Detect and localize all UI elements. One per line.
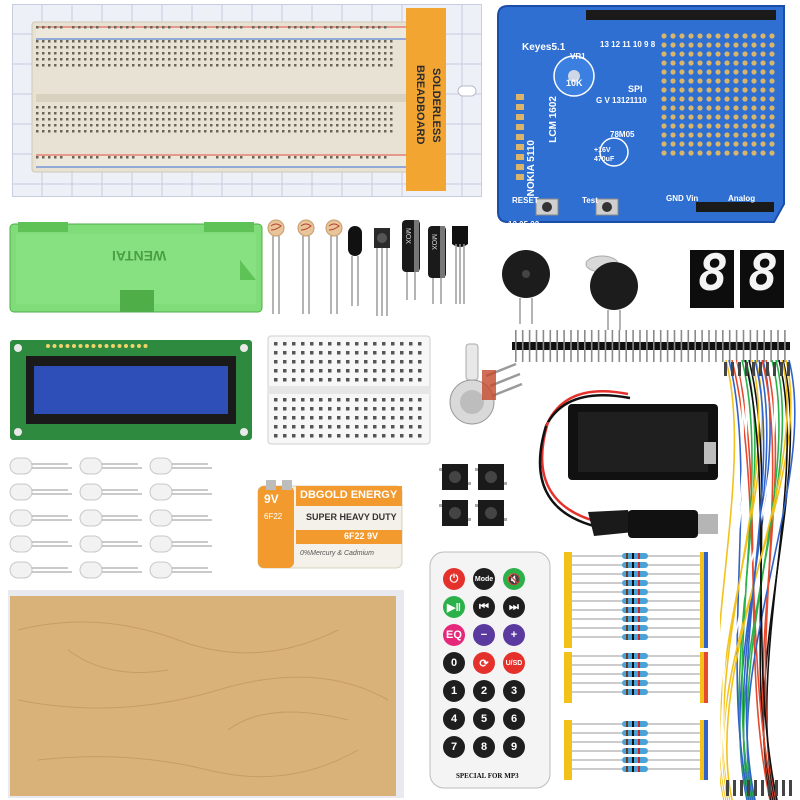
battery-duty: SUPER HEAVY DUTY xyxy=(306,512,397,522)
breadboard-brand-line2: BREADBOARD xyxy=(414,65,426,145)
remote-button-nine[interactable]: 9 xyxy=(503,736,525,758)
remote-footer: SPECIAL FOR MP3 xyxy=(456,772,519,780)
battery-9v xyxy=(257,480,403,569)
remote-button-zero[interactable]: 0 xyxy=(443,652,465,674)
remote-button-two[interactable]: 2 xyxy=(473,680,495,702)
remote-button-one[interactable]: 1 xyxy=(443,680,465,702)
push-buttons xyxy=(439,464,507,526)
shield-lcm-label: LCM 1602 xyxy=(548,96,559,143)
potentiometer xyxy=(449,343,523,425)
mini-breadboard xyxy=(267,335,431,445)
resistor-strips xyxy=(564,552,708,780)
remote-button-plus[interactable]: + xyxy=(503,624,525,646)
remote-button-six[interactable]: 6 xyxy=(503,708,525,730)
breadboard-holes xyxy=(36,26,393,159)
remote-button-prev[interactable]: ⏮ xyxy=(473,596,495,618)
breadboard-package-tab xyxy=(406,8,446,191)
remote-button-four[interactable]: 4 xyxy=(443,708,465,730)
remote-button-eq[interactable]: EQ xyxy=(443,624,465,646)
remote-button-eight[interactable]: 8 xyxy=(473,736,495,758)
shield-pin-label: G V 13121110 xyxy=(596,96,647,105)
remote-button-minus[interactable]: − xyxy=(473,624,495,646)
shield-gnd-label: GND Vin xyxy=(666,194,699,203)
cap-label-1: MOX xyxy=(404,228,411,244)
shield-reset-label: RESET xyxy=(512,196,539,205)
jumper-wires xyxy=(720,360,796,800)
buzzers xyxy=(502,250,638,330)
shield-vr-label: VR1 xyxy=(570,52,586,61)
shield-nokia-label: NOKIA 5110 xyxy=(526,140,537,197)
breadboard-package-grid xyxy=(12,4,482,197)
remote-button-seven[interactable]: 7 xyxy=(443,736,465,758)
remote-button-mode[interactable]: Mode xyxy=(473,568,495,590)
remote-button-three[interactable]: 3 xyxy=(503,680,525,702)
remote-button-next[interactable]: ⏭ xyxy=(503,596,525,618)
breadboard-brand-line1: SOLDERLESS xyxy=(430,67,442,143)
breadboard-brand-text: SOLDERLESS BREADBOARD xyxy=(408,30,444,180)
component-box xyxy=(9,222,263,313)
shield-spi-label: SPI xyxy=(628,84,643,94)
shield-title: Keyes5.1 xyxy=(522,42,566,53)
shield-regulator-label: 78M05 xyxy=(610,130,635,139)
small-components xyxy=(267,219,468,316)
remote-button-play-pause[interactable]: ▶‖ xyxy=(443,596,465,618)
battery-note: 0%Mercury & Cadmium xyxy=(300,550,374,557)
remote-button-mute[interactable]: 🔇 xyxy=(503,568,525,590)
lcd-module xyxy=(10,340,252,440)
battery-voltage: 9V xyxy=(264,492,279,506)
battery-model-side: 6F22 xyxy=(264,512,283,521)
shield-date-label: 12.05.22 xyxy=(508,220,540,229)
cap-label-2: MOX xyxy=(430,234,437,250)
battery-model-front: 6F22 9V xyxy=(344,531,379,541)
battery-brand: DBGOLD ENERGY xyxy=(300,489,398,501)
shield-analog-label: Analog xyxy=(728,194,756,203)
shield-header-label: 13 12 11 10 9 8 xyxy=(600,40,656,49)
shield-test-label: Test xyxy=(582,196,598,205)
leds-group xyxy=(9,457,212,579)
battery-clip xyxy=(538,390,718,538)
remote-button-usd[interactable]: U/SD xyxy=(503,652,525,674)
photoresistors xyxy=(267,219,343,314)
shield-cap-label: +16V 470uF xyxy=(594,147,615,163)
remote-button-repeat[interactable]: ⟳ xyxy=(473,652,495,674)
kraft-paper-sheet xyxy=(8,590,404,798)
remote-button-five[interactable]: 5 xyxy=(473,708,495,730)
remote-button-power[interactable]: ⏻ xyxy=(443,568,465,590)
segment-digit-1: 8 xyxy=(698,244,729,302)
seven-segment-displays xyxy=(690,250,784,308)
proto-shield-board xyxy=(497,5,785,223)
component-box-label: WENTAI xyxy=(112,248,167,264)
segment-digit-2: 8 xyxy=(748,244,779,302)
pin-header xyxy=(512,330,790,362)
shield-pot-label: 10K xyxy=(566,78,583,88)
